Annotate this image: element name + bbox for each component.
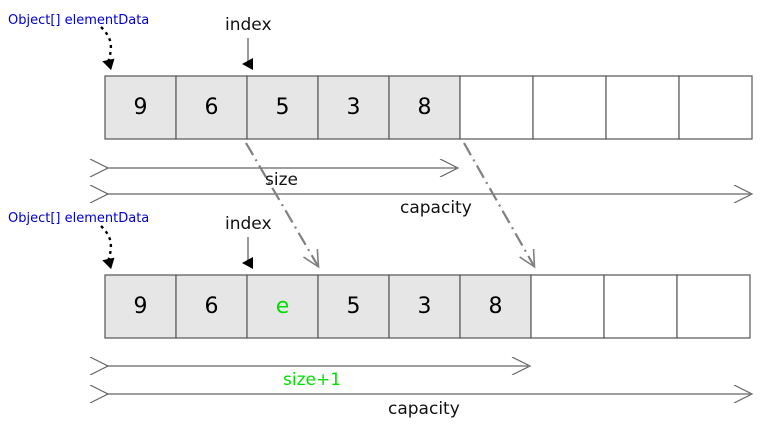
array-after-cells <box>104 274 751 339</box>
cell-value-before-0: 9 <box>133 95 148 120</box>
shift-arrow-size-end <box>463 142 536 269</box>
pointer-label-after: Object[] elementData <box>8 211 150 226</box>
shift-arrow-index-start <box>245 142 320 269</box>
cell-value-after-4: 3 <box>417 294 432 319</box>
cell-value-after-5: 8 <box>488 294 503 319</box>
span-label-capacity-after: capacity <box>388 399 460 419</box>
cell-value-before-3: 3 <box>346 95 361 120</box>
index-label-after: index <box>225 214 272 234</box>
span-label-size-plus-one-after: size+1 <box>283 370 342 390</box>
pointer-arrow-after <box>100 225 115 270</box>
cell-value-before-2: 5 <box>275 95 290 120</box>
cell-value-before-1: 6 <box>204 95 219 120</box>
cell-value-after-1: 6 <box>204 294 219 319</box>
cell-value-after-2: e <box>275 294 290 319</box>
array-before-cells <box>104 75 753 140</box>
index-label-before: index <box>225 15 272 35</box>
cell-value-after-3: 5 <box>346 294 361 319</box>
pointer-arrow-before <box>100 26 115 71</box>
pointer-label-before: Object[] elementData <box>8 13 150 28</box>
span-label-size-before: size <box>265 170 298 190</box>
span-label-capacity-before: capacity <box>400 198 472 218</box>
cell-value-after-0: 9 <box>133 294 148 319</box>
cell-value-before-4: 8 <box>417 95 432 120</box>
